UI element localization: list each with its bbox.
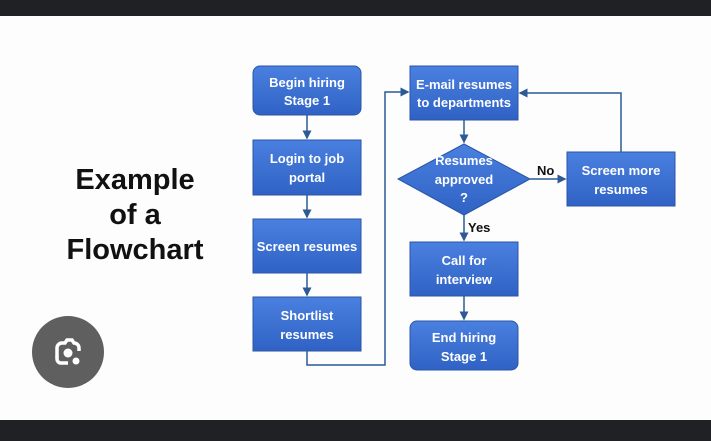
node-label: Resumes (435, 153, 493, 168)
node-label: Screen resumes (257, 239, 357, 254)
top-bar (0, 0, 711, 16)
node-call-interview: Call for interview (409, 241, 519, 297)
title-line: of a (109, 199, 161, 231)
title-line: Example (75, 164, 195, 196)
node-label: Stage 1 (284, 93, 330, 108)
node-label: End hiring (432, 330, 496, 345)
connector (518, 88, 622, 152)
node-label: portal (289, 170, 325, 185)
edge-label-yes: Yes (468, 220, 490, 235)
node-label: Call for (442, 253, 487, 268)
node-label: E-mail resumes (416, 77, 512, 92)
node-label: interview (436, 272, 493, 287)
node-label: approved (435, 172, 494, 187)
edge-label-no: No (537, 163, 554, 178)
node-label: to departments (417, 95, 511, 110)
node-label: Stage 1 (441, 349, 487, 364)
bottom-bar (0, 420, 711, 441)
node-login: Login to job portal (252, 139, 362, 196)
google-lens-button[interactable] (32, 316, 104, 388)
google-lens-icon (55, 338, 81, 365)
node-end-hiring: End hiring Stage 1 (409, 320, 519, 371)
node-label: Shortlist (281, 308, 334, 323)
node-begin-hiring: Begin hiring Stage 1 (252, 65, 362, 116)
node-label: Login to job (270, 151, 344, 166)
flowchart-title: Example of a Flowchart (40, 163, 230, 268)
connector (306, 87, 410, 366)
node-label: resumes (280, 327, 333, 342)
node-email-resumes: E-mail resumes to departments (409, 65, 519, 121)
node-screen-resumes: Screen resumes (252, 218, 362, 274)
node-shortlist: Shortlist resumes (252, 296, 362, 352)
title-line: Flowchart (66, 234, 204, 266)
node-label: Begin hiring (269, 75, 345, 90)
node-label: resumes (594, 182, 647, 197)
connectors (302, 87, 622, 366)
node-decision: Resumes approved ? (396, 143, 532, 216)
node-screen-more: Screen more resumes (566, 151, 676, 207)
node-label: ? (460, 190, 468, 205)
node-label: Screen more (582, 163, 661, 178)
